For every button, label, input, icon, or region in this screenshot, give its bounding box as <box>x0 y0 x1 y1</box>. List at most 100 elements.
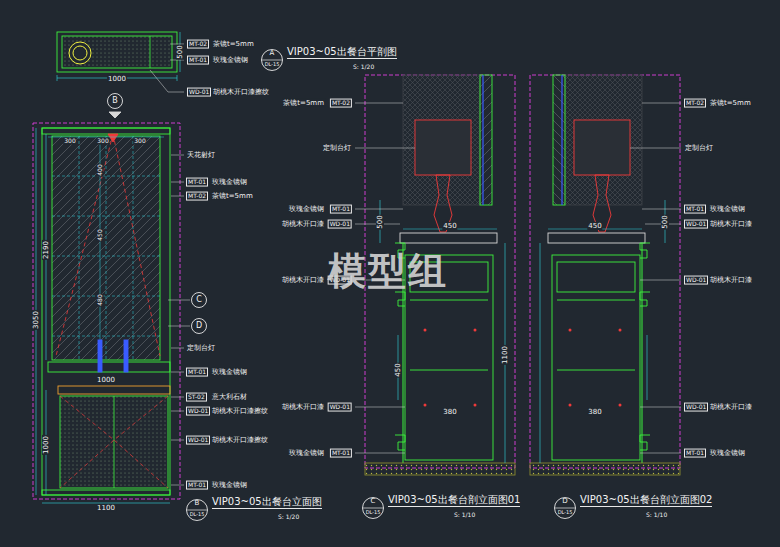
grid-line <box>79 136 80 360</box>
plan-line <box>150 36 151 68</box>
ceiling-band <box>42 128 170 134</box>
view-letter: C <box>191 292 207 308</box>
view-title: VIP03~05出餐台平剖图 <box>287 46 397 59</box>
leader-line <box>171 440 184 441</box>
fixing-dot <box>474 404 477 407</box>
grid-line <box>52 336 160 337</box>
dimension-text: 3050 <box>32 310 40 330</box>
callout-text: 意大利石材 <box>211 393 248 401</box>
material-code: MT-01 <box>330 449 352 458</box>
grid-line <box>133 136 134 360</box>
scale-note: S: 1/20 <box>353 64 374 71</box>
view-letter: C <box>362 498 384 506</box>
dimension-text: 500 <box>661 214 669 229</box>
dimension-text: 500 <box>176 44 184 59</box>
line <box>57 75 58 81</box>
leader-line <box>640 407 681 408</box>
view-letter: B <box>186 500 208 508</box>
view-title: VIP03~05出餐台剖立面图02 <box>580 494 712 507</box>
callout-text: 胡桃木开口漆 <box>709 403 753 411</box>
material-code: MT-01 <box>186 481 208 490</box>
sheet-number: DL-15 <box>554 510 576 516</box>
callout-text: 玫瑰金镜钢 <box>288 449 325 457</box>
section-arrow <box>109 112 121 118</box>
callout-text: 胡桃木开口漆擦纹 <box>211 407 269 415</box>
material-code: MT-02 <box>330 99 352 108</box>
material-code: WD-01 <box>684 220 708 229</box>
view-letter: B <box>107 93 123 109</box>
callout-text: 玫瑰金镜钢 <box>212 56 249 64</box>
view-frame <box>530 75 680 468</box>
dimension-text: 1000 <box>42 435 50 455</box>
marker-divider <box>262 60 283 61</box>
leader-line <box>355 407 405 408</box>
profile <box>640 435 650 450</box>
shelf <box>410 370 488 371</box>
cabinet-outline <box>552 255 640 460</box>
marker-circle <box>192 319 207 334</box>
material-code: WD-01 <box>328 220 352 229</box>
sheet-number: DL-15 <box>362 510 384 516</box>
material-code: MT-01 <box>330 205 352 214</box>
leader-line <box>355 103 403 104</box>
callout-text: 茶镜t=5mm <box>282 99 325 107</box>
callout-text: 玫瑰金镜钢 <box>211 178 248 186</box>
counter-top <box>548 233 645 243</box>
callout-text: 玫瑰金镜钢 <box>211 481 248 489</box>
material-code: WD-01 <box>186 436 210 445</box>
leader-line <box>171 397 184 398</box>
base <box>42 490 170 495</box>
dimension-text: 2190 <box>42 240 50 260</box>
profile <box>640 243 650 258</box>
material-code: MT-01 <box>187 56 209 65</box>
marker-circle <box>363 498 384 519</box>
leader-line <box>150 70 184 92</box>
shelf <box>557 300 635 301</box>
fixing-dot <box>424 404 427 407</box>
dimension-text: 450 <box>394 362 402 377</box>
section-marker: D <box>191 318 207 334</box>
leader-line <box>630 148 681 149</box>
mirror-line <box>561 75 562 205</box>
dimension-text: 450 <box>97 228 104 241</box>
view-title: VIP03~05出餐台立面图 <box>212 496 322 509</box>
callout-text: 胡桃木开口漆擦纹 <box>212 88 270 96</box>
callout-text: 胡桃木开口漆 <box>281 403 325 411</box>
callout-text: 天花射灯 <box>186 151 216 159</box>
marker-divider <box>363 508 384 509</box>
callout-text: 定制台灯 <box>186 344 216 352</box>
view-title-marker: BDL-15VIP03~05出餐台立面图S: 1/20 <box>186 499 208 521</box>
callout-text: 胡桃木开口漆 <box>709 220 753 228</box>
floor <box>530 463 680 475</box>
callout-text: 定制台灯 <box>322 144 352 152</box>
leader-line <box>640 453 681 454</box>
watermark: 模型组 <box>328 250 448 294</box>
shelf <box>557 370 635 371</box>
material-code: WD-01 <box>187 88 211 97</box>
leader-line <box>171 348 184 349</box>
wall-hatch <box>403 75 480 205</box>
marker-circle <box>262 50 283 71</box>
section-d <box>530 75 680 475</box>
view-title-marker: ADL-15VIP03~05出餐台平剖图S: 1/20 <box>261 49 283 71</box>
line <box>177 75 178 81</box>
marker-circle <box>187 500 208 521</box>
dimension-text: 300 <box>133 138 146 145</box>
view-title: VIP03~05出餐台剖立面图01 <box>388 494 520 507</box>
dimension-text: 1000 <box>96 376 116 384</box>
leader-line <box>171 196 184 197</box>
view-frame <box>33 123 180 499</box>
marker-divider <box>555 508 576 509</box>
material-code: MT-01 <box>186 368 208 377</box>
line <box>642 243 643 463</box>
material-code: WD-01 <box>186 407 210 416</box>
leader-line <box>355 453 405 454</box>
view-letter: A <box>261 50 283 58</box>
leader-line <box>355 209 403 210</box>
callout-text: 胡桃木开口漆 <box>281 276 325 284</box>
view-title-marker: DDL-15VIP03~05出餐台剖立面图02S: 1/10 <box>554 497 576 519</box>
drawer <box>557 262 635 292</box>
lamp-shade <box>574 120 630 175</box>
dimension-text: 1000 <box>107 75 127 83</box>
callout-text: 茶镜t=5mm <box>709 99 752 107</box>
